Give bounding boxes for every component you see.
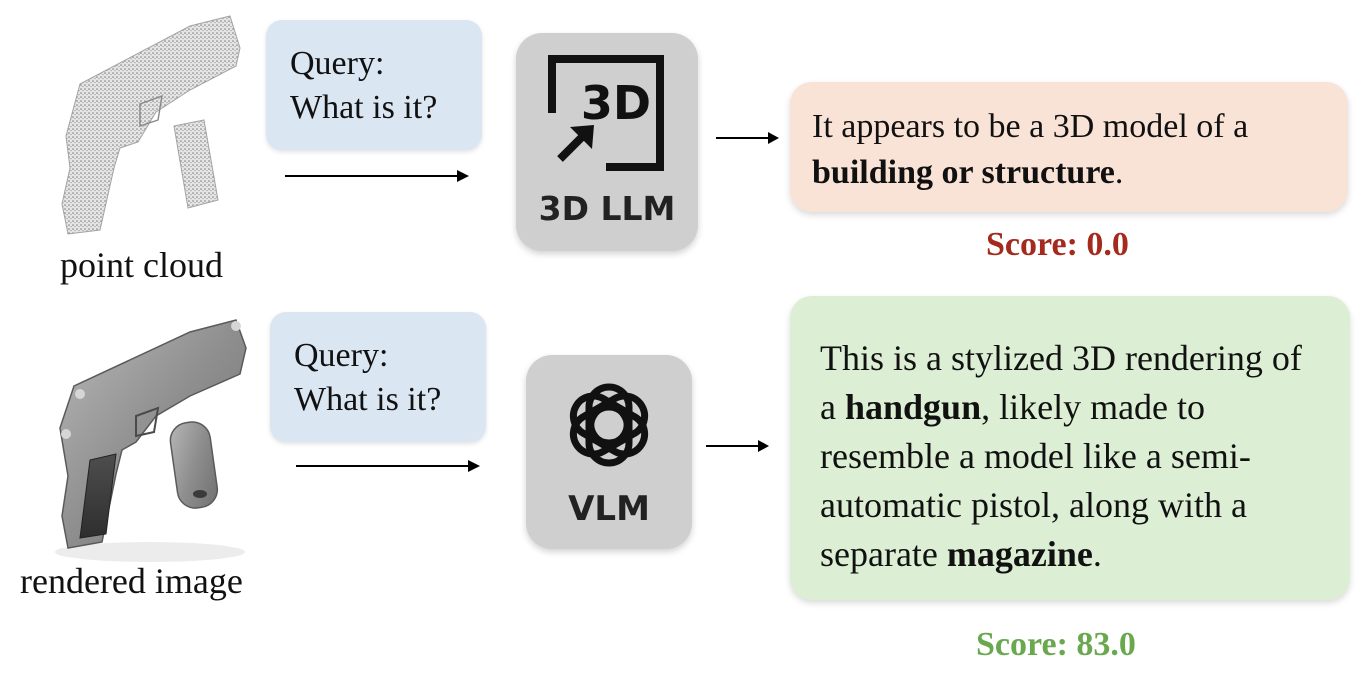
- query-label: Query:: [290, 45, 385, 82]
- response-box-1: It appears to be a 3D model of a buildin…: [790, 82, 1348, 212]
- query-box-1: Query: What is it?: [266, 20, 482, 150]
- query-text: What is it?: [290, 89, 438, 126]
- 3d-box-icon: 3D: [548, 55, 664, 171]
- rendered-pistol-image: [55, 319, 247, 562]
- response-2-end: .: [1092, 534, 1102, 574]
- response-2-highlight-handgun: handgun: [844, 387, 982, 427]
- score-2: Score: 83.0: [976, 626, 1136, 663]
- query-text: What is it?: [294, 381, 442, 418]
- vlm-label: VLM: [568, 489, 650, 529]
- response-box-2: This is a stylized 3D rendering of a han…: [790, 296, 1350, 600]
- openai-knot-icon: [569, 383, 649, 467]
- arrow-query-to-vlm: [296, 460, 480, 472]
- 3d-icon-text: 3D: [581, 76, 651, 130]
- response-2-highlight-magazine: magazine: [946, 534, 1093, 574]
- 3d-llm-label: 3D LLM: [538, 189, 676, 228]
- query-label: Query:: [294, 337, 389, 374]
- arrow-3dllm-to-response: [716, 132, 779, 144]
- response-2-text: This is a stylized 3D rendering of a: [820, 338, 1302, 427]
- response-2-middle: , likely made to resemble a model like a…: [820, 387, 1251, 574]
- arrow-query-to-3dllm: [285, 170, 469, 182]
- query-box-2: Query: What is it?: [270, 312, 486, 442]
- point-cloud-image: [61, 15, 241, 235]
- arrow-vlm-to-response: [706, 440, 769, 452]
- 3d-llm-box: 3D 3D LLM: [516, 33, 698, 251]
- point-cloud-caption: point cloud: [60, 245, 223, 285]
- vlm-box: VLM: [526, 355, 692, 549]
- response-1-highlight: building or structure: [812, 154, 1115, 191]
- response-1-end: .: [1114, 154, 1124, 191]
- score-1: Score: 0.0: [986, 226, 1129, 263]
- response-1-text: It appears to be a 3D model of a: [812, 108, 1249, 145]
- rendered-image-caption: rendered image: [20, 561, 243, 601]
